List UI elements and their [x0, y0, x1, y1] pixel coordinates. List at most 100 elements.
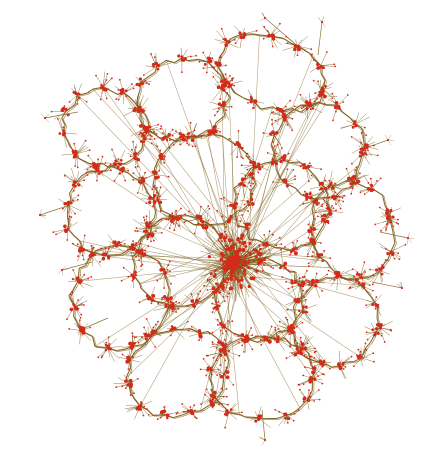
graph-node — [52, 231, 55, 234]
graph-node — [301, 305, 305, 309]
graph-node — [258, 258, 263, 262]
graph-node — [242, 262, 247, 267]
graph-node — [309, 361, 312, 364]
graph-edge — [221, 198, 235, 205]
graph-node — [321, 203, 324, 206]
graph-node — [300, 342, 305, 347]
graph-node — [57, 118, 59, 120]
graph-node — [329, 367, 331, 370]
graph-edge — [209, 279, 217, 290]
graph-node — [76, 103, 79, 105]
graph-edge — [361, 132, 365, 147]
graph-node — [243, 203, 246, 206]
graph-edge — [252, 100, 254, 109]
graph-node — [318, 202, 321, 204]
graph-node — [101, 155, 104, 158]
graph-edge — [194, 302, 204, 304]
graph-node — [347, 177, 351, 181]
graph-edge — [151, 143, 162, 156]
graph-node — [384, 211, 389, 216]
graph-edge — [197, 58, 208, 63]
graph-node — [309, 239, 313, 243]
graph-edge — [106, 246, 114, 256]
graph-node — [235, 141, 240, 145]
graph-node — [176, 411, 179, 414]
graph-node — [326, 273, 328, 276]
graph-edge — [204, 285, 220, 288]
graph-edge — [203, 52, 209, 62]
graph-node — [227, 238, 232, 243]
graph-node — [159, 149, 162, 152]
graph-edge — [321, 258, 328, 263]
graph-edge — [279, 247, 294, 252]
graph-node — [188, 144, 190, 146]
graph-node — [302, 396, 307, 400]
graph-node — [223, 270, 226, 273]
graph-edge — [242, 182, 254, 184]
graph-node — [245, 222, 250, 226]
graph-edge — [365, 341, 372, 349]
graph-node — [167, 264, 170, 267]
graph-node — [304, 366, 306, 368]
graph-node — [81, 247, 86, 252]
graph-edge — [145, 114, 151, 124]
graph-edge — [216, 66, 219, 75]
graph-edge — [230, 145, 239, 156]
graph-edge — [345, 273, 361, 278]
graph-edge — [211, 389, 214, 396]
graph-node — [240, 275, 244, 279]
graph-edge — [214, 397, 223, 403]
graph-edge — [270, 35, 273, 47]
graph-edge — [153, 327, 161, 334]
graph-node — [145, 224, 150, 228]
graph-node — [314, 218, 316, 220]
graph-edge — [337, 94, 348, 106]
graph-node — [299, 347, 303, 351]
graph-node — [87, 154, 90, 157]
graph-node — [220, 235, 223, 239]
graph-edge — [65, 103, 78, 112]
graph-edge — [148, 129, 157, 135]
graph-node — [209, 272, 213, 276]
graph-node — [226, 92, 229, 94]
graph-node — [321, 187, 324, 191]
graph-node — [279, 159, 283, 164]
graph-node — [154, 175, 159, 180]
graph-node — [322, 190, 325, 193]
graph-node — [153, 130, 156, 133]
graph-node — [85, 100, 88, 103]
graph-node — [224, 64, 227, 67]
graph-edge — [312, 366, 323, 379]
graph-node — [202, 358, 205, 360]
graph-node — [133, 156, 138, 161]
graph-edge — [86, 88, 94, 94]
graph-node — [302, 374, 305, 377]
graph-node — [226, 259, 229, 263]
graph-node — [238, 341, 240, 344]
graph-edge — [249, 417, 259, 419]
graph-node — [307, 180, 310, 183]
graph-edge — [147, 122, 150, 131]
graph-node — [275, 340, 279, 344]
graph-node — [229, 271, 234, 275]
graph-edge — [103, 71, 105, 88]
graph-node — [307, 253, 309, 255]
graph-node — [212, 126, 215, 130]
graph-node — [156, 67, 160, 71]
graph-node — [365, 134, 368, 137]
graph-node — [309, 108, 312, 110]
graph-edge — [116, 348, 126, 352]
graph-node — [320, 214, 324, 218]
graph-edge — [230, 211, 240, 221]
graph-node — [303, 346, 308, 351]
graph-edge — [233, 187, 237, 197]
graph-node — [285, 357, 288, 360]
graph-edge — [273, 181, 285, 184]
graph-node — [219, 322, 223, 326]
graph-node — [152, 205, 155, 208]
graph-node — [395, 222, 398, 224]
graph-edge — [228, 409, 237, 413]
graph-node — [359, 353, 362, 357]
graph-node — [308, 192, 312, 196]
graph-node — [119, 91, 124, 95]
